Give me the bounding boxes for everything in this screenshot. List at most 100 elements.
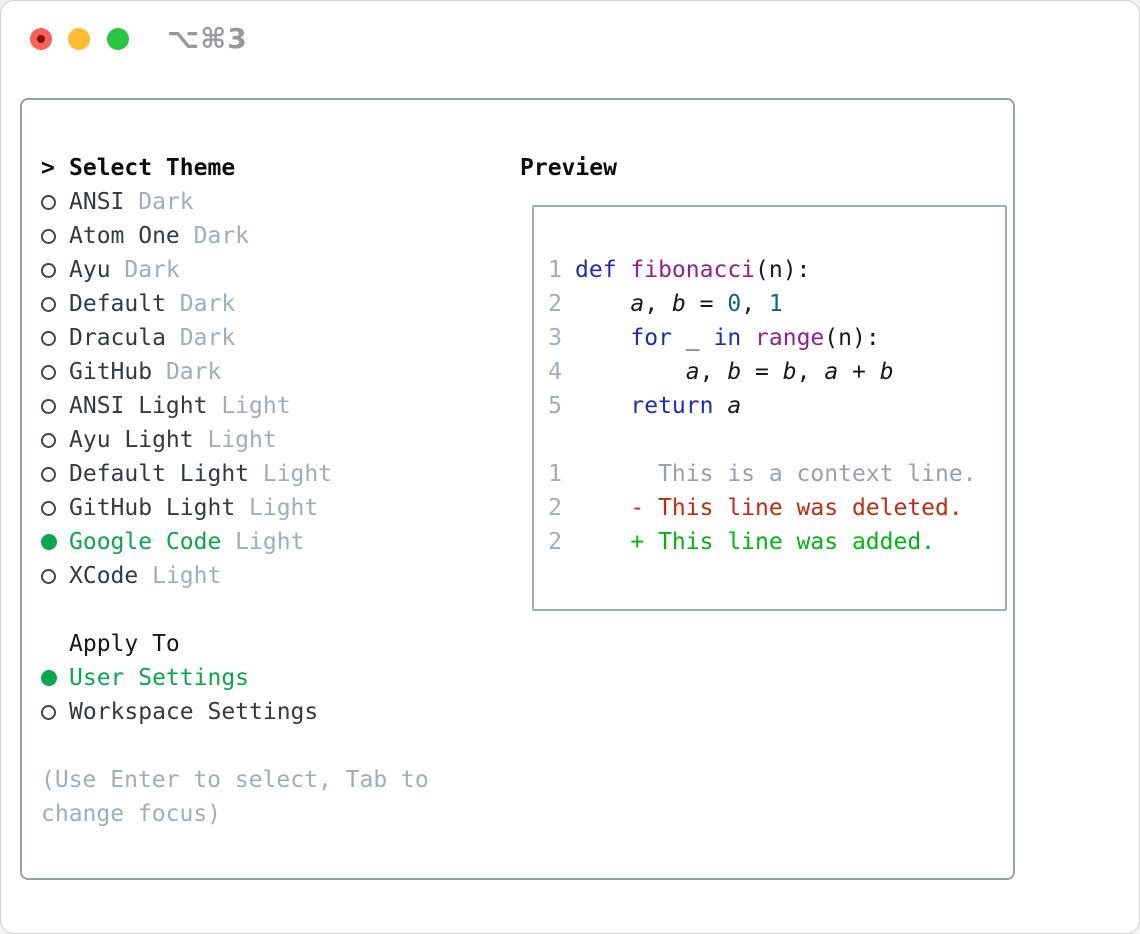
apply-to-title: Apply To <box>69 631 180 657</box>
theme-name: Workspace Settings <box>69 699 319 725</box>
radio-icon <box>41 364 56 380</box>
radio-icon <box>41 296 56 312</box>
theme-name: User Settings <box>69 665 250 691</box>
line-number: 2 <box>548 529 562 555</box>
radio-icon <box>41 262 56 278</box>
titlebar: ⌥⌘3 <box>1 1 1139 77</box>
line-content: + This line was added. <box>575 529 936 555</box>
line-number: 2 <box>548 495 562 521</box>
theme-variant: Light <box>249 461 333 487</box>
spacer <box>41 593 481 627</box>
theme-option[interactable]: GitHub Dark <box>41 355 481 389</box>
line-content: for _ in range(n): <box>630 325 880 351</box>
line-number: 1 <box>548 257 562 283</box>
prompt-icon: > <box>41 155 55 181</box>
code-line: 2 + This line was added. <box>547 525 993 559</box>
line-number <box>547 423 562 457</box>
radio-icon <box>41 568 56 584</box>
radio-icon <box>41 398 56 414</box>
code-line: 2 - This line was deleted. <box>547 491 993 525</box>
line-number: 2 <box>548 291 562 317</box>
minimize-button[interactable] <box>68 28 90 50</box>
theme-name: GitHub Light <box>69 495 236 521</box>
theme-option[interactable]: Dracula Dark <box>41 321 481 355</box>
theme-name: Default Light <box>69 461 250 487</box>
theme-option[interactable]: Atom One Dark <box>41 219 481 253</box>
radio-icon <box>41 330 56 346</box>
theme-variant: Dark <box>152 359 222 385</box>
theme-variant: Light <box>207 393 291 419</box>
theme-variant: Dark <box>165 325 236 351</box>
theme-list-title: Select Theme <box>69 155 236 181</box>
radio-icon <box>41 704 56 720</box>
theme-option[interactable]: ANSI Light Light <box>41 389 481 423</box>
theme-name: XCode <box>69 563 139 589</box>
line-number: 5 <box>548 393 562 419</box>
apply-to-option[interactable]: User Settings <box>41 661 481 695</box>
line-number: 1 <box>548 461 562 487</box>
theme-name: ANSI Light <box>69 393 208 419</box>
theme-option[interactable]: Ayu Light Light <box>41 423 481 457</box>
theme-variant: Light <box>235 495 319 521</box>
theme-variant: Dark <box>110 257 180 283</box>
theme-option[interactable]: XCode Light <box>41 559 481 593</box>
radio-icon <box>41 432 56 448</box>
line-content: return a <box>630 393 742 419</box>
line-content: a, b = 0, 1 <box>630 291 783 317</box>
code-line: 5 return a <box>547 389 993 423</box>
theme-list-items: ANSI Dark Atom One Dark Ayu Dark Default… <box>41 185 481 593</box>
theme-variant: Light <box>193 427 277 453</box>
line-content: a, b = b, a + b <box>685 359 894 385</box>
close-button[interactable] <box>30 28 52 50</box>
code-line: 1 This is a context line. <box>547 457 993 491</box>
theme-name: Atom One <box>69 223 180 249</box>
window-shortcut-label: ⌥⌘3 <box>167 22 248 55</box>
spacer <box>41 729 481 763</box>
theme-option[interactable]: Ayu Dark <box>41 253 481 287</box>
code-line: 1 def fibonacci(n): <box>547 253 993 287</box>
apply-to-option[interactable]: Workspace Settings <box>41 695 481 729</box>
line-number: 3 <box>548 325 562 351</box>
theme-option[interactable]: Default Light Light <box>41 457 481 491</box>
radio-icon <box>41 670 57 686</box>
theme-name: Google Code <box>69 529 222 555</box>
line-content: This is a context line. <box>575 461 977 487</box>
apply-to-header: Apply To <box>41 627 481 661</box>
apply-to-options: User Settings Workspace Settings <box>41 661 481 729</box>
theme-option[interactable]: ANSI Dark <box>41 185 481 219</box>
radio-icon <box>41 228 56 244</box>
line-number: 4 <box>548 359 562 385</box>
theme-variant: Light <box>138 563 222 589</box>
code-line: 2 a, b = 0, 1 <box>547 287 993 321</box>
radio-icon <box>41 466 56 482</box>
radio-icon <box>41 534 57 550</box>
theme-name: Dracula <box>69 325 166 351</box>
theme-name: ANSI <box>69 189 125 215</box>
theme-option[interactable]: Google Code Light <box>41 525 481 559</box>
preview-title: Preview <box>520 155 617 181</box>
theme-option[interactable]: Default Dark <box>41 287 481 321</box>
theme-name: Ayu Light <box>69 427 194 453</box>
theme-variant: Dark <box>124 189 194 215</box>
theme-picker-panel: > Select Theme ANSI Dark Atom One Dark A… <box>20 98 1015 880</box>
theme-variant: Dark <box>165 291 236 317</box>
line-content: - This line was deleted. <box>575 495 963 521</box>
keyboard-hint: (Use Enter to select, Tab to change focu… <box>41 767 429 827</box>
code-line <box>547 423 993 457</box>
code-line: 3 for _ in range(n): <box>547 321 993 355</box>
theme-name: GitHub <box>69 359 153 385</box>
theme-list-header: > Select Theme <box>41 151 481 185</box>
preview-pane: Preview 1 def fibonacci(n): 2 a, b = 0, … <box>520 151 1015 611</box>
theme-list: > Select Theme ANSI Dark Atom One Dark A… <box>41 151 481 831</box>
theme-name: Ayu <box>69 257 111 283</box>
line-content: def fibonacci(n): <box>575 257 811 283</box>
theme-variant: Dark <box>179 223 250 249</box>
radio-icon <box>41 194 56 210</box>
code-preview-box: 1 def fibonacci(n): 2 a, b = 0, 1 3 for … <box>532 205 1007 611</box>
theme-option[interactable]: GitHub Light Light <box>41 491 481 525</box>
theme-name: Default <box>69 291 166 317</box>
theme-variant: Light <box>221 529 305 555</box>
zoom-button[interactable] <box>107 28 129 50</box>
radio-icon <box>41 500 56 516</box>
